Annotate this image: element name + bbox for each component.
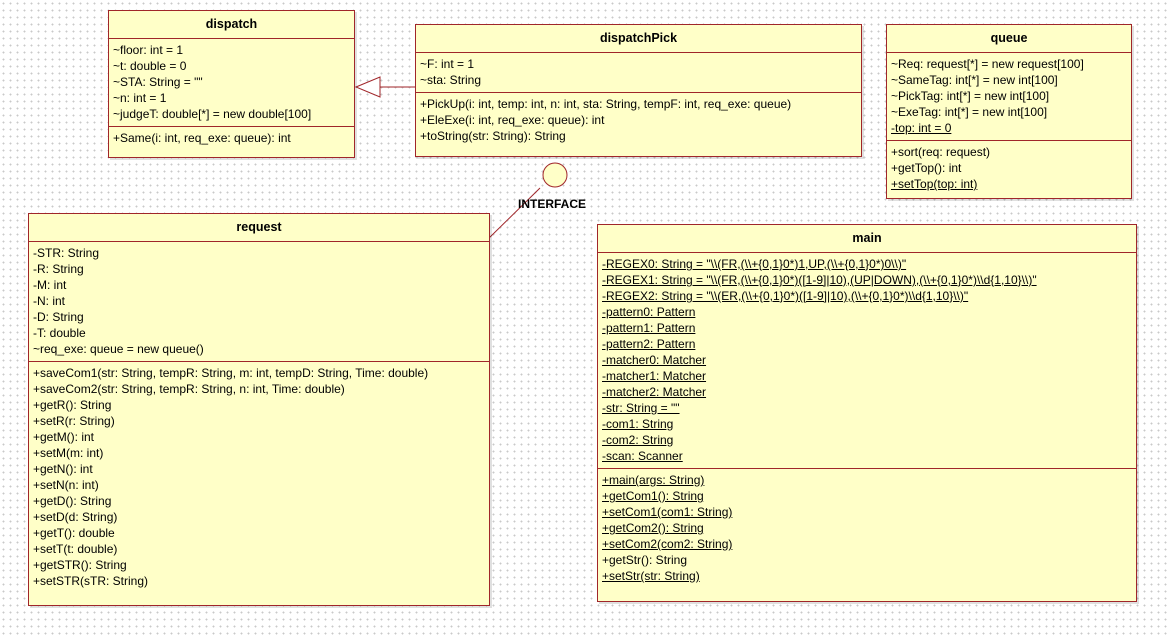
attribute-request-3: -N: int — [33, 294, 66, 308]
operation-request-5: +setM(m: int) — [33, 446, 104, 460]
operation-main-6: +setStr(str: String) — [602, 569, 700, 583]
operation-request-8: +getD(): String — [33, 494, 112, 508]
class-queue-title: queue — [887, 25, 1131, 53]
operation-request-7: +setN(n: int) — [33, 478, 99, 492]
class-main-attributes: -REGEX0: String = "\\(FR,(\\+{0,1}0*)1,U… — [598, 253, 1136, 469]
attribute-request-5: -T: double — [33, 326, 86, 340]
operation-request-10: +getT(): double — [33, 526, 115, 540]
attribute-main-4: -pattern1: Pattern — [602, 321, 696, 335]
attribute-main-5: -pattern2: Pattern — [602, 337, 696, 351]
operation-dispatchPick-0: +PickUp(i: int, temp: int, n: int, sta: … — [420, 97, 792, 111]
attribute-queue-1: ~SameTag: int[*] = new int[100] — [891, 73, 1058, 87]
operation-request-3: +setR(r: String) — [33, 414, 115, 428]
operation-main-5: +getStr(): String — [602, 553, 688, 567]
operation-request-9: +setD(d: String) — [33, 510, 118, 524]
class-dispatchPick-title: dispatchPick — [416, 25, 861, 53]
attribute-dispatch-4: ~judgeT: double[*] = new double[100] — [113, 107, 312, 121]
class-request-title: request — [29, 214, 489, 242]
class-dispatchPick-attributes: ~F: int = 1 ~sta: String — [416, 53, 861, 93]
class-main-title: main — [598, 225, 1136, 253]
class-queue[interactable]: queue ~Req: request[*] = new request[100… — [886, 24, 1132, 199]
attribute-queue-2: ~PickTag: int[*] = new int[100] — [891, 89, 1050, 103]
attribute-main-6: -matcher0: Matcher — [602, 353, 707, 367]
attribute-dispatchPick-0: ~F: int = 1 — [420, 57, 475, 71]
class-queue-attributes: ~Req: request[*] = new request[100] ~Same… — [887, 53, 1131, 141]
class-dispatch[interactable]: dispatch ~floor: int = 1 ~t: double = 0 ~S… — [108, 10, 355, 158]
class-dispatch-attributes: ~floor: int = 1 ~t: double = 0 ~STA: Strin… — [109, 39, 354, 127]
operation-main-4: +setCom2(com2: String) — [602, 537, 733, 551]
attribute-request-4: -D: String — [33, 310, 84, 324]
attribute-main-7: -matcher1: Matcher — [602, 369, 707, 383]
operation-main-1: +getCom1(): String — [602, 489, 704, 503]
operation-request-4: +getM(): int — [33, 430, 95, 444]
attribute-main-8: -matcher2: Matcher — [602, 385, 707, 399]
operation-request-0: +saveCom1(str: String, tempR: String, m:… — [33, 366, 429, 380]
class-request[interactable]: request -STR: String -R: String -M: int -N:… — [28, 213, 490, 606]
operation-queue-1: +getTop(): int — [891, 161, 962, 175]
operation-dispatchPick-2: +toString(str: String): String — [420, 129, 566, 143]
operation-request-13: +setSTR(sTR: String) — [33, 574, 149, 588]
class-dispatchPick[interactable]: dispatchPick ~F: int = 1 ~sta: String +Pi… — [415, 24, 862, 157]
attribute-main-2: -REGEX2: String = "\\(ER,(\\+{0,1}0*)([1… — [602, 289, 969, 303]
attribute-main-1: -REGEX1: String = "\\(FR,(\\+{0,1}0*)([1… — [602, 273, 1037, 287]
attribute-dispatch-2: ~STA: String = "" — [113, 75, 203, 89]
operation-request-6: +getN(): int — [33, 462, 93, 476]
operation-main-0: +main(args: String) — [602, 473, 705, 487]
class-main-operations: +main(args: String) +getCom1(): String +se… — [598, 469, 1136, 588]
class-dispatchPick-operations: +PickUp(i: int, temp: int, n: int, sta: … — [416, 93, 861, 148]
generalization-arrowhead — [354, 76, 381, 98]
operation-dispatchPick-1: +EleExe(i: int, req_exe: queue): int — [420, 113, 605, 127]
attribute-request-2: -M: int — [33, 278, 67, 292]
attribute-request-6: ~req_exe: queue = new queue() — [33, 342, 204, 356]
interface-realization-line — [486, 187, 541, 241]
attribute-main-0: -REGEX0: String = "\\(FR,(\\+{0,1}0*)1,U… — [602, 257, 907, 271]
operation-request-1: +saveCom2(str: String, tempR: String, n:… — [33, 382, 345, 396]
operation-dispatch-0: +Same(i: int, req_exe: queue): int — [113, 131, 291, 145]
operation-request-2: +getR(): String — [33, 398, 112, 412]
attribute-dispatch-3: ~n: int = 1 — [113, 91, 167, 105]
attribute-queue-4: -top: int = 0 — [891, 121, 952, 135]
attribute-dispatchPick-1: ~sta: String — [420, 73, 482, 87]
attribute-main-11: -com2: String — [602, 433, 674, 447]
operation-request-11: +setT(t: double) — [33, 542, 118, 556]
operation-queue-0: +sort(req: request) — [891, 145, 991, 159]
attribute-main-3: -pattern0: Pattern — [602, 305, 696, 319]
attribute-queue-0: ~Req: request[*] = new request[100] — [891, 57, 1084, 71]
operation-main-3: +getCom2(): String — [602, 521, 704, 535]
attribute-request-0: -STR: String — [33, 246, 100, 260]
attribute-main-10: -com1: String — [602, 417, 674, 431]
class-request-operations: +saveCom1(str: String, tempR: String, m:… — [29, 362, 489, 593]
class-dispatch-operations: +Same(i: int, req_exe: queue): int — [109, 127, 354, 150]
operation-queue-2: +setTop(top: int) — [891, 177, 978, 191]
operation-main-2: +setCom1(com1: String) — [602, 505, 733, 519]
operation-request-12: +getSTR(): String — [33, 558, 127, 572]
class-main[interactable]: main -REGEX0: String = "\\(FR,(\\+{0,1}0… — [597, 224, 1137, 602]
class-dispatch-title: dispatch — [109, 11, 354, 39]
interface-label: INTERFACE — [518, 197, 586, 211]
attribute-request-1: -R: String — [33, 262, 84, 276]
attribute-dispatch-0: ~floor: int = 1 — [113, 43, 184, 57]
attribute-queue-3: ~ExeTag: int[*] = new int[100] — [891, 105, 1048, 119]
attribute-dispatch-1: ~t: double = 0 — [113, 59, 187, 73]
class-request-attributes: -STR: String -R: String -M: int -N: int -D: … — [29, 242, 489, 362]
attribute-main-12: -scan: Scanner — [602, 449, 683, 463]
interface-lollipop-circle — [542, 162, 568, 188]
attribute-main-9: -str: String = "" — [602, 401, 680, 415]
class-queue-operations: +sort(req: request) +getTop(): int +setTop… — [887, 141, 1131, 196]
